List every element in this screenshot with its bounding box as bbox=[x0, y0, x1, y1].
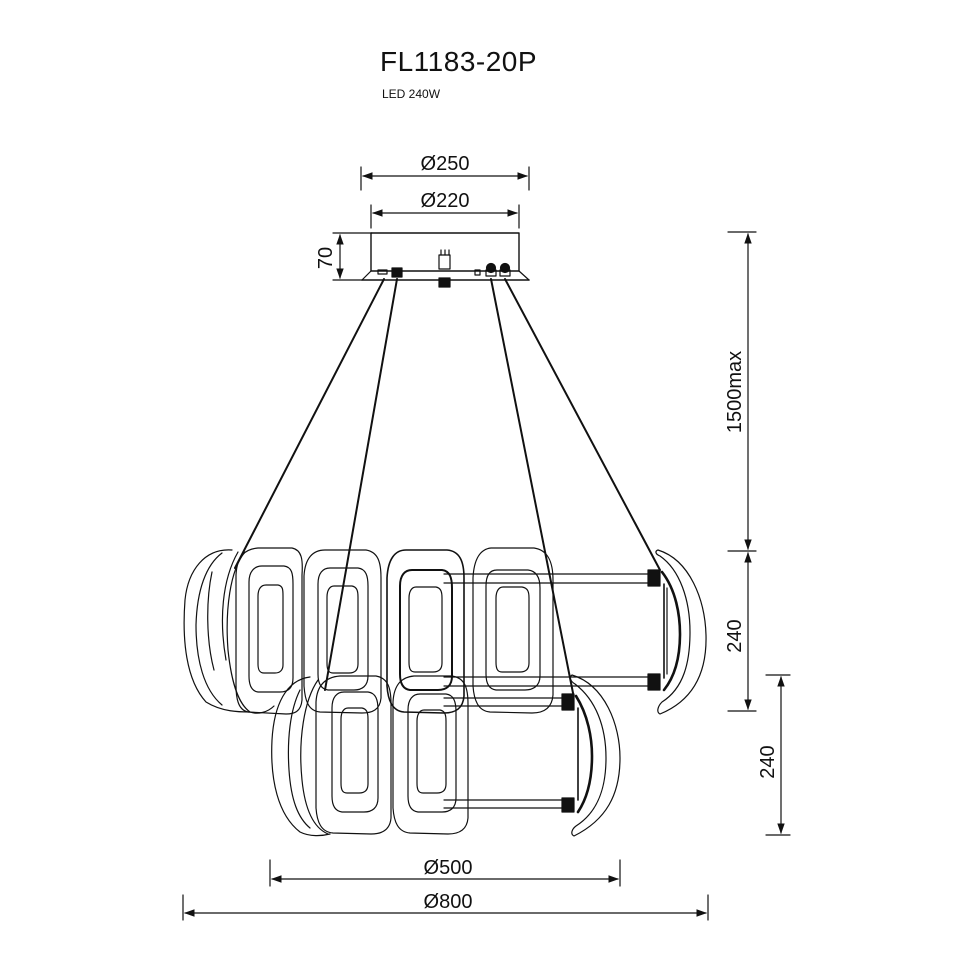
ceiling-canopy bbox=[361, 232, 530, 288]
dim-suspension-length: 1500max bbox=[724, 350, 746, 434]
model-subtitle: LED 240W bbox=[382, 87, 441, 101]
model-title: FL1183-20P bbox=[380, 46, 538, 77]
dim-canopy-outer-diameter: Ø250 bbox=[420, 153, 470, 175]
dim-lower-ring-diameter: Ø500 bbox=[423, 857, 473, 879]
upper-glass-ring bbox=[183, 547, 707, 715]
dim-upper-ring-diameter: Ø800 bbox=[423, 891, 473, 913]
lower-glass-ring bbox=[271, 674, 621, 837]
dim-upper-ring-height: 240 bbox=[724, 619, 746, 653]
dim-lower-ring-height: 240 bbox=[757, 745, 779, 779]
suspension-cables bbox=[234, 278, 661, 694]
dim-canopy-inner-diameter: Ø220 bbox=[420, 190, 470, 212]
dimension-lines bbox=[182, 166, 791, 921]
dim-canopy-height: 70 bbox=[315, 246, 337, 270]
